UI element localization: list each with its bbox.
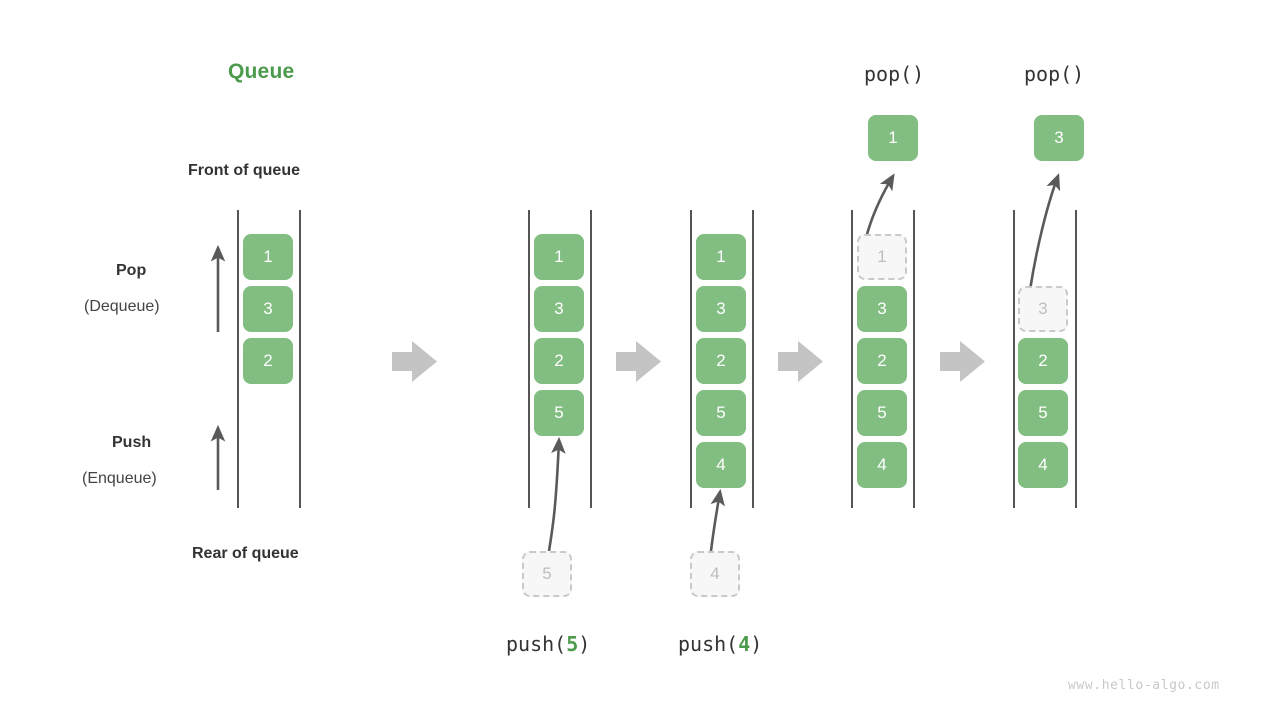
caption-fn: push	[506, 632, 555, 656]
queue-cell: 2	[1018, 338, 1068, 384]
queue-rail-right-stage2	[590, 210, 592, 508]
queue-rail-right-stage4	[913, 210, 915, 508]
queue-rail-left-stage1	[237, 210, 239, 508]
pop-label: Pop	[116, 262, 147, 279]
push-4-arrow	[709, 488, 725, 552]
queue-cell: 2	[857, 338, 907, 384]
caption-fn: push	[678, 632, 727, 656]
pop-3-arrow	[1028, 173, 1061, 291]
queue-cell-removed: 1	[857, 234, 907, 280]
popped-cell: 3	[1034, 115, 1084, 161]
queue-cell: 2	[696, 338, 746, 384]
queue-cell: 2	[243, 338, 293, 384]
queue-cell: 4	[1018, 442, 1068, 488]
stage-op-label-pop-1: pop()	[864, 62, 925, 86]
push-label: Push	[112, 434, 152, 451]
stage-op-label-pop-3: pop()	[1024, 62, 1085, 86]
queue-rail-left-stage2	[528, 210, 530, 508]
queue-cell: 1	[696, 234, 746, 280]
queue-cell: 5	[857, 390, 907, 436]
queue-cell: 5	[1018, 390, 1068, 436]
transition-arrow-3	[778, 341, 823, 382]
front-of-queue-label: Front of queue	[188, 162, 300, 179]
transition-arrow-2	[616, 341, 661, 382]
queue-cell: 5	[696, 390, 746, 436]
caption-arg: 5	[566, 632, 579, 656]
watermark: www.hello-algo.com	[1068, 678, 1220, 693]
queue-cell: 3	[534, 286, 584, 332]
transition-arrow-1	[392, 341, 437, 382]
transition-arrow-4	[940, 341, 985, 382]
queue-cell: 3	[857, 286, 907, 332]
queue-cell: 1	[243, 234, 293, 280]
pop-1-arrow	[864, 173, 895, 239]
queue-cell-new: 4	[696, 442, 746, 488]
stage-caption-push-4: push(4)	[678, 632, 763, 656]
caption-arg: 4	[738, 632, 751, 656]
queue-rail-left-stage3	[690, 210, 692, 508]
queue-cell: 3	[696, 286, 746, 332]
queue-rail-right-stage3	[752, 210, 754, 508]
queue-cell-new: 5	[534, 390, 584, 436]
stage-caption-push-5: push(5)	[506, 632, 591, 656]
queue-cell: 1	[534, 234, 584, 280]
push-5-arrow	[547, 436, 566, 552]
queue-cell: 4	[857, 442, 907, 488]
popped-cell: 1	[868, 115, 918, 161]
incoming-ghost-cell: 5	[522, 551, 572, 597]
incoming-ghost-cell: 4	[690, 551, 740, 597]
push-sublabel: (Enqueue)	[82, 470, 157, 487]
queue-rail-left-stage5	[1013, 210, 1015, 508]
queue-rail-right-stage1	[299, 210, 301, 508]
queue-cell: 2	[534, 338, 584, 384]
rear-of-queue-label: Rear of queue	[192, 545, 299, 562]
queue-rail-left-stage4	[851, 210, 853, 508]
queue-rail-right-stage5	[1075, 210, 1077, 508]
diagram-title: Queue	[228, 60, 295, 83]
queue-cell: 3	[243, 286, 293, 332]
queue-cell-removed: 3	[1018, 286, 1068, 332]
pop-sublabel: (Dequeue)	[84, 298, 160, 315]
